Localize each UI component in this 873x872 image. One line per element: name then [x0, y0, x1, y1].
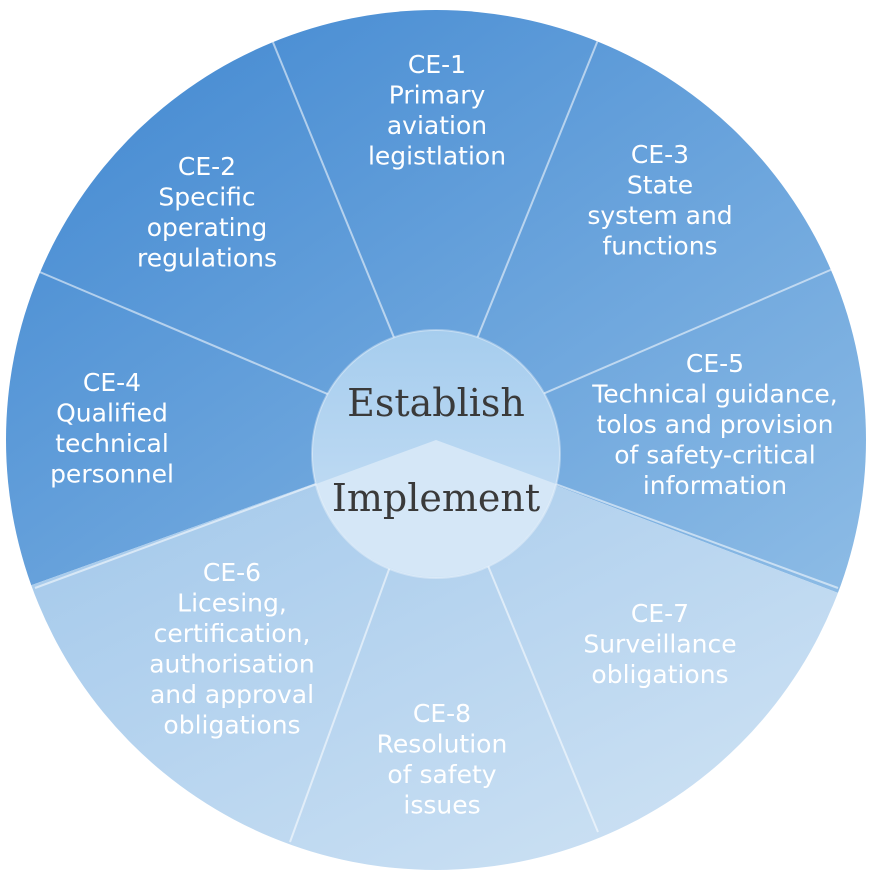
- ce-4-code: CE-4: [83, 368, 141, 397]
- ce-8-line: issues: [403, 791, 480, 820]
- ce-7-line: obligations: [591, 660, 728, 689]
- ce-3-code: CE-3: [631, 140, 689, 169]
- ce-1-code: CE-1: [408, 50, 466, 79]
- ce-7-code: CE-7: [631, 599, 689, 628]
- ce-4-line: technical: [55, 429, 169, 458]
- implement-label: Implement: [332, 476, 540, 520]
- ce-8-line: of safety: [387, 760, 496, 789]
- ce-5-line: information: [643, 471, 787, 500]
- ce-2-code: CE-2: [178, 152, 236, 181]
- ce-6-line: and approval: [150, 680, 314, 709]
- ce-3-line: system and: [587, 201, 732, 230]
- ce-5-line: Technical guidance,: [591, 380, 838, 409]
- ce-6-line: obligations: [163, 711, 300, 740]
- ce-1-line: Primary: [389, 81, 486, 110]
- center-hub-implement: [316, 440, 556, 577]
- establish-label: Establish: [347, 381, 525, 425]
- establish-region: [6, 10, 866, 610]
- ce-2-line: Specific: [158, 183, 255, 212]
- center-hub-rim: [311, 329, 561, 579]
- ce-4-line: personnel: [50, 460, 174, 489]
- ce-2-line: regulations: [137, 244, 277, 273]
- ce-6-line: authorisation: [149, 650, 315, 679]
- ce-6-code: CE-6: [203, 558, 261, 587]
- ce-1-line: aviation: [387, 111, 487, 140]
- ce-6-line: Licesing,: [177, 589, 287, 618]
- ce-7-line: Surveillance: [583, 630, 736, 659]
- ce-8-line: Resolution: [377, 730, 508, 759]
- ce-6-line: certification,: [154, 619, 311, 648]
- ce-5-code: CE-5: [686, 349, 744, 378]
- implement-region: [6, 440, 866, 870]
- ce-5-line: tolos and provision: [596, 410, 833, 439]
- ce-2-line: operating: [147, 213, 268, 242]
- ce-1-line: legistlation: [368, 142, 506, 171]
- ce-3-line: functions: [602, 232, 717, 261]
- ce-4-line: Qualified: [56, 399, 168, 428]
- ce-5-line: of safety-critical: [614, 441, 815, 470]
- ce-3-line: State: [627, 171, 693, 200]
- ce-8-code: CE-8: [413, 699, 471, 728]
